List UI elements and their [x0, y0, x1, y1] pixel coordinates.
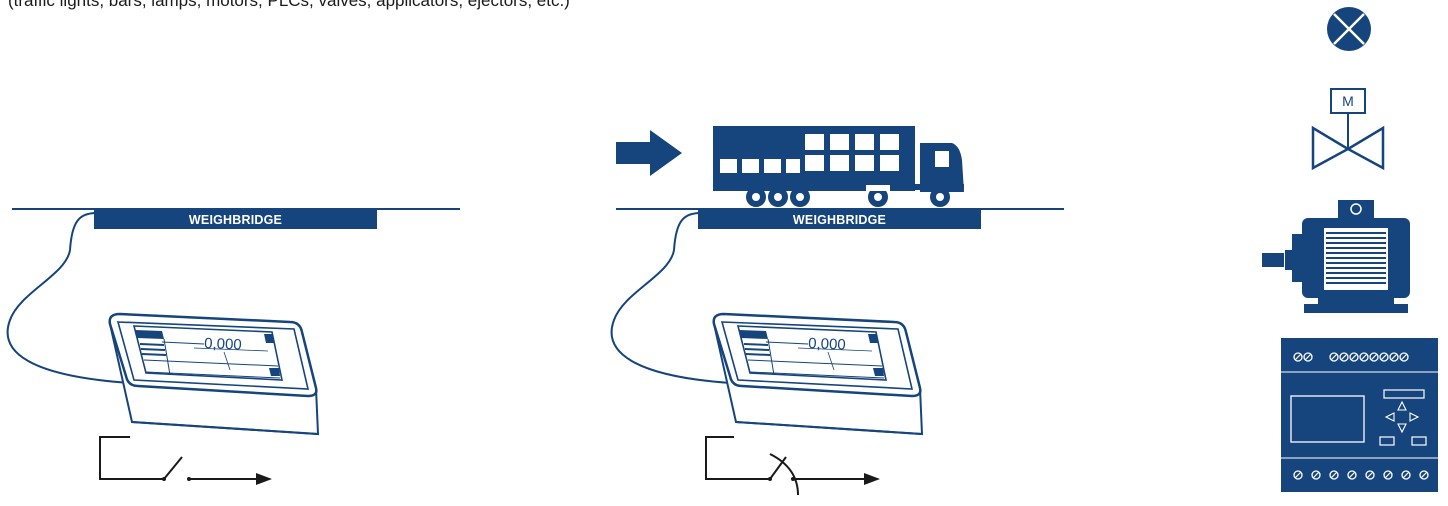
scene-2: WEIGHBRIDGE 0,000 — [610, 126, 1064, 496]
weighbridge-label: WEIGHBRIDGE — [189, 213, 282, 227]
direction-arrow-icon — [616, 130, 682, 176]
valve-motor-label: M — [1342, 93, 1354, 109]
scene-1: WEIGHBRIDGE 0,000 — [6, 208, 460, 485]
output-contact-closed — [705, 436, 880, 496]
load-cell-cable — [610, 212, 731, 384]
plc-icon — [1281, 338, 1438, 492]
load-cell-cable — [6, 212, 131, 384]
caption-text: (traffic lights, bars, lamps, motors, PL… — [8, 0, 570, 10]
terminal-display-reading: 0,000 — [204, 335, 242, 354]
electric-motor-icon — [1262, 200, 1410, 313]
weighbridge-platform — [94, 210, 377, 229]
lamp-icon — [1327, 7, 1371, 51]
motorized-valve-icon: M — [1311, 88, 1385, 171]
output-contact-open — [99, 436, 272, 485]
weighbridge-label: WEIGHBRIDGE — [793, 213, 886, 227]
weighing-terminal: 0,000 — [712, 312, 924, 436]
truck-icon — [713, 126, 964, 207]
terminal-display-reading: 0,000 — [808, 335, 846, 354]
weighbridge-platform — [698, 210, 981, 229]
weighing-terminal: 0,000 — [108, 312, 320, 436]
